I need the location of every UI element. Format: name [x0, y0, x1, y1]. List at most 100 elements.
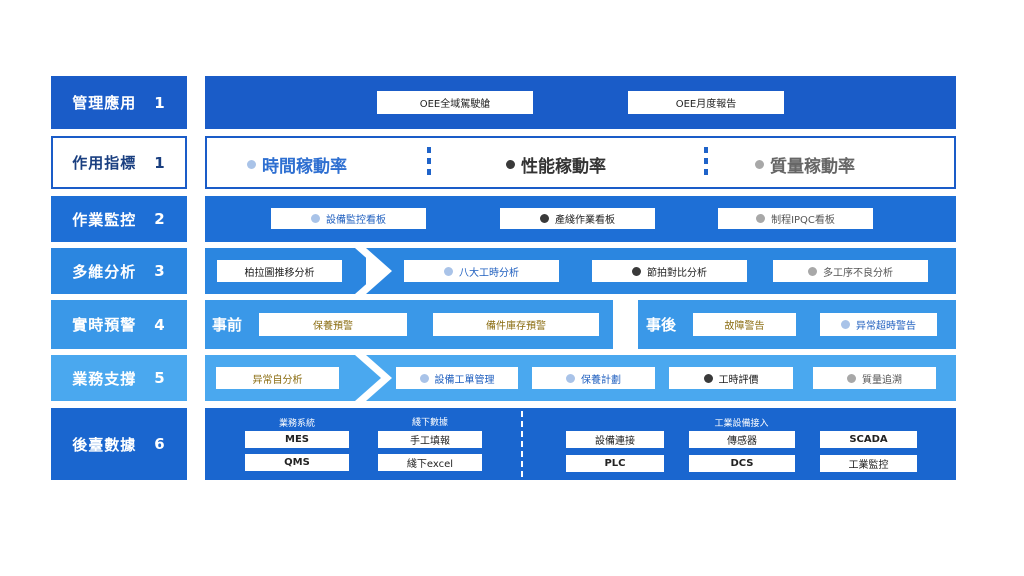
pareto-trend-analysis[interactable]: 柏拉圖推移分析: [217, 260, 342, 282]
row-number: 3: [154, 262, 166, 280]
indicator-performance: 性能稼動率: [506, 152, 606, 177]
row-label-text: 作業監控: [72, 210, 137, 229]
group-title-industrial-equipment: 工業設備接入: [714, 419, 769, 429]
overtime-anomaly-alert[interactable]: 异常超時警告: [820, 313, 937, 336]
light-blue-dot-icon: [444, 266, 453, 276]
eight-losses-analysis[interactable]: 八大工時分析: [404, 260, 559, 282]
group-title-business-systems: 業務系統: [278, 419, 315, 429]
backend-item-offline-excel[interactable]: 綫下excel: [378, 454, 482, 471]
light-grey-dot-icon: [808, 266, 817, 276]
backend-item-qms[interactable]: QMS: [245, 454, 349, 471]
box-label: 八大工時分析: [459, 267, 519, 279]
indicator-label: 質量稼動率: [770, 156, 855, 177]
indicator-quality: 質量稼動率: [755, 152, 855, 177]
labor-hour-evaluation[interactable]: 工時評價: [669, 367, 793, 389]
box-label: MES: [285, 434, 309, 445]
row-number: 1: [154, 153, 166, 172]
light-blue-dot-icon: [841, 320, 850, 329]
box-label: 產綫作業看板: [555, 215, 615, 226]
row-label-support: 業務支撐 5: [51, 355, 187, 401]
box-label: 柏拉圖推移分析: [244, 267, 315, 279]
maintenance-alert[interactable]: 保養預警: [259, 313, 407, 336]
box-label: 綫下excel: [406, 459, 454, 470]
box-label: DCS: [730, 458, 754, 469]
row-label-text: 作用指標: [72, 154, 137, 172]
dark-grey-dot-icon: [506, 159, 515, 169]
box-label: 節拍對比分析: [647, 267, 707, 279]
row-number: 5: [154, 369, 166, 387]
backend-item-mes[interactable]: MES: [245, 431, 349, 448]
box-label: 保養計劃: [581, 374, 621, 386]
box-label: QMS: [284, 457, 310, 468]
maintenance-plan[interactable]: 保養計劃: [532, 367, 655, 389]
row-label-text: 業務支撐: [72, 369, 137, 388]
box-label: 手工填報: [410, 436, 450, 447]
row-label-analysis: 多維分析 3: [51, 248, 187, 294]
box-label: 多工序不良分析: [823, 267, 893, 279]
backend-item-plc[interactable]: PLC: [566, 455, 664, 472]
indicators-band: [205, 136, 956, 189]
light-blue-dot-icon: [311, 214, 320, 223]
indicator-label: 性能稼動率: [521, 156, 606, 177]
row-label-text: 實時預警: [72, 316, 137, 334]
management-band: [205, 76, 956, 129]
dashed-divider: [521, 411, 523, 477]
backend-item-dcs[interactable]: DCS: [689, 455, 795, 472]
box-label: OEE全域駕駛艙: [419, 99, 491, 110]
light-grey-dot-icon: [847, 373, 856, 383]
spare-parts-alert[interactable]: 備件庫存預警: [433, 313, 599, 336]
box-label: 故障警告: [724, 321, 765, 332]
backend-item-scada[interactable]: SCADA: [820, 431, 917, 448]
equipment-monitor-board[interactable]: 設備監控看板: [271, 208, 426, 229]
oee-cockpit-box[interactable]: OEE全域駕駛艙: [377, 91, 533, 114]
light-grey-dot-icon: [755, 159, 764, 169]
row-label-alert: 實時預警 4: [51, 300, 187, 349]
cycle-time-comparison[interactable]: 節拍對比分析: [592, 260, 747, 282]
indicator-availability: 時間稼動率: [247, 152, 347, 177]
dark-grey-dot-icon: [632, 266, 641, 276]
box-label: 制程IPQC看板: [771, 215, 835, 226]
dark-grey-dot-icon: [703, 373, 713, 383]
row-label-indicators: 作用指標 1: [51, 136, 187, 189]
quality-traceability[interactable]: 質量追溯: [813, 367, 936, 389]
box-label: 工業監控: [848, 460, 889, 471]
box-label: 异常自分析: [252, 374, 303, 386]
box-label: 保養預警: [313, 321, 353, 332]
light-blue-dot-icon: [419, 373, 429, 383]
box-label: 异常超時警告: [856, 321, 916, 332]
backend-item-device-connection[interactable]: 設備連接: [566, 431, 664, 448]
dotted-divider: [427, 147, 431, 180]
box-label: 設備監控看板: [326, 215, 386, 226]
box-label: PLC: [604, 458, 626, 469]
anomaly-self-analysis[interactable]: 异常自分析: [216, 367, 339, 389]
backend-item-manual-entry[interactable]: 手工填報: [378, 431, 482, 448]
alert-before-label: 事前: [212, 316, 243, 334]
box-label: 設備連接: [595, 436, 635, 447]
box-label: 備件庫存預警: [486, 321, 546, 332]
backend-item-industrial-monitoring[interactable]: 工業監控: [820, 455, 917, 472]
multi-process-defect-analysis[interactable]: 多工序不良分析: [773, 260, 928, 282]
dark-grey-dot-icon: [540, 214, 549, 223]
dotted-divider: [704, 147, 708, 180]
ipqc-board[interactable]: 制程IPQC看板: [718, 208, 873, 229]
fault-alert[interactable]: 故障警告: [693, 313, 796, 336]
box-label: 質量追溯: [862, 374, 902, 386]
light-blue-dot-icon: [566, 373, 575, 383]
row-label-text: 多維分析: [72, 262, 137, 281]
row-label-monitoring: 作業監控 2: [51, 196, 187, 242]
oee-monthly-report-box[interactable]: OEE月度報告: [628, 91, 784, 114]
box-label: 傳感器: [727, 436, 757, 447]
row-number: 2: [154, 210, 166, 228]
indicator-label: 時間稼動率: [262, 156, 347, 177]
box-label: 工時評價: [718, 374, 759, 386]
group-title-offline-data: 綫下數據: [411, 418, 448, 428]
backend-item-sensor[interactable]: 傳感器: [689, 431, 795, 448]
line-operation-board[interactable]: 產綫作業看板: [500, 208, 655, 229]
row-number: 6: [154, 435, 166, 453]
row-number: 4: [154, 315, 166, 334]
light-grey-dot-icon: [756, 214, 766, 223]
equipment-work-order[interactable]: 設備工單管理: [396, 367, 518, 389]
box-label: SCADA: [849, 434, 888, 445]
